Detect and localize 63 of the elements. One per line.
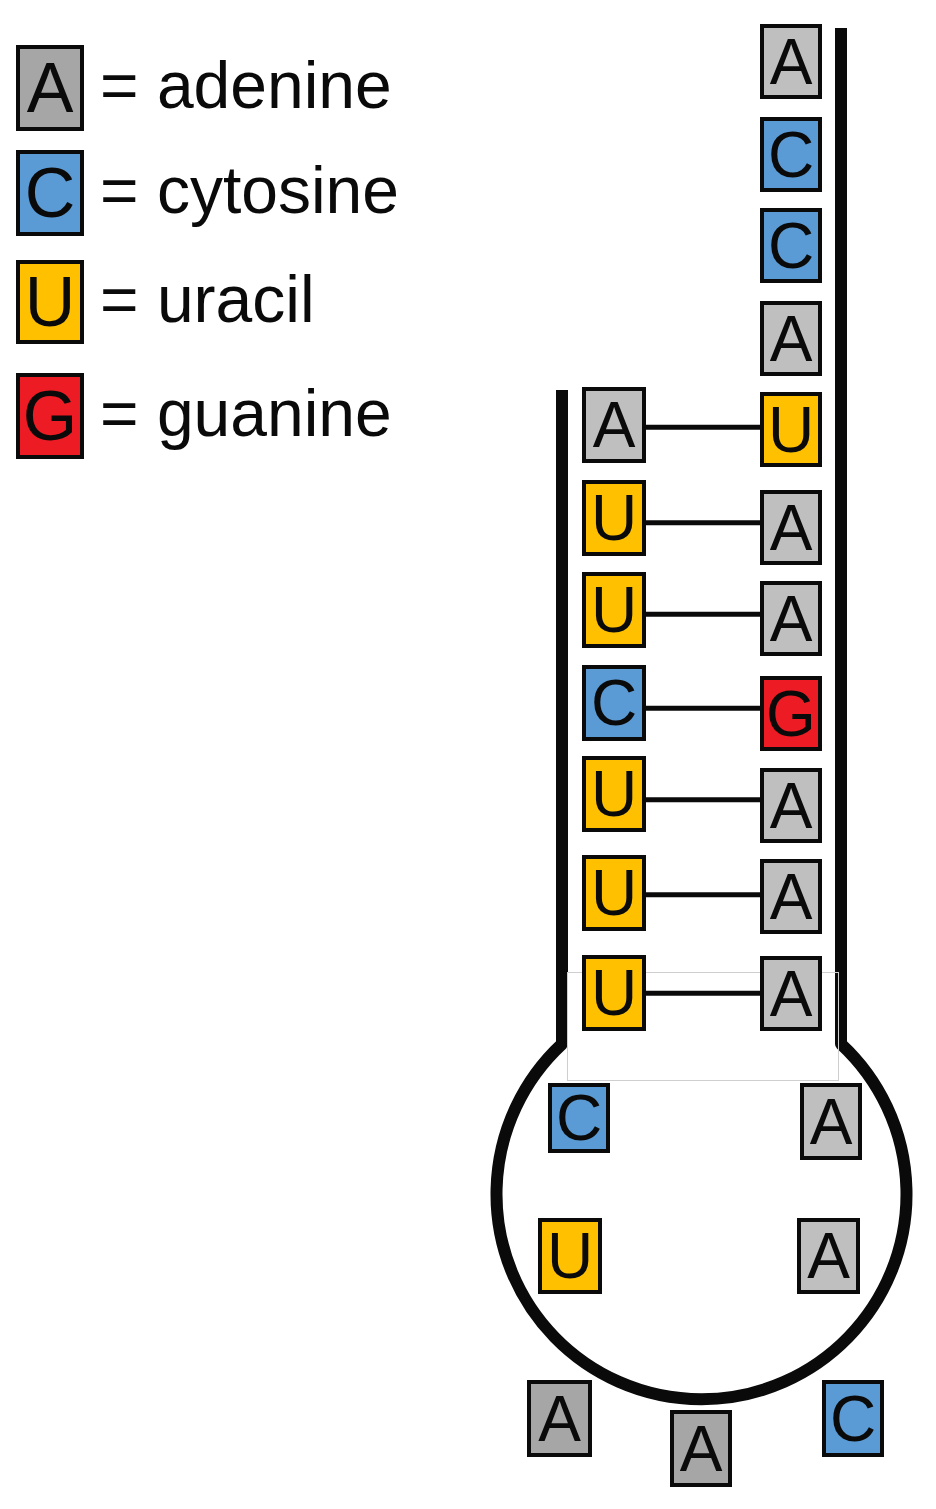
nucleotide-tile [760, 24, 822, 99]
nucleotide-tile [760, 768, 822, 843]
base-letter: G [766, 681, 816, 746]
base-pair-line [646, 990, 760, 996]
legend-text: = uracil [100, 266, 315, 332]
nucleotide-tile [670, 1410, 732, 1487]
nucleotide-tile [582, 665, 646, 741]
nucleotide-tile [582, 572, 646, 648]
base-letter: U [590, 961, 638, 1025]
nucleotide-tile [822, 1380, 884, 1457]
base-letter: U [590, 762, 638, 826]
base-letter: A [769, 864, 813, 929]
base-letter: C [829, 1386, 877, 1451]
base-letter: A [769, 773, 813, 838]
base-letter: C [590, 671, 638, 735]
base-letter: U [590, 486, 638, 550]
base-letter: A [769, 306, 813, 371]
base-letter: U [546, 1224, 594, 1288]
nucleotide-tile [760, 392, 822, 467]
base-letter: A [592, 393, 636, 457]
base-pair-line [646, 611, 760, 617]
nucleotide-tile [760, 956, 822, 1031]
base-letter: A [26, 53, 74, 123]
nucleotide-tile [548, 1083, 610, 1153]
nucleotide-tile [538, 1218, 602, 1294]
base-letter: C [24, 158, 76, 228]
base-letter: A [769, 961, 813, 1026]
nucleotide-tile [760, 490, 822, 565]
base-pair-line [646, 797, 760, 803]
base-letter: A [769, 29, 813, 94]
base-letter: C [555, 1086, 603, 1150]
legend-text: = adenine [100, 52, 392, 118]
base-letter: A [809, 1089, 853, 1154]
base-letter: A [679, 1416, 723, 1481]
base-letter: A [807, 1224, 850, 1288]
base-pair-line [646, 424, 760, 430]
base-letter: A [538, 1386, 581, 1451]
nucleotide-tile [760, 117, 822, 192]
nucleotide-tile [582, 387, 646, 463]
nucleotide-tile [760, 208, 822, 283]
base-pair-line [646, 705, 760, 711]
nucleotide-tile [797, 1218, 860, 1294]
nucleotide-tile [582, 955, 646, 1031]
base-letter: A [769, 586, 813, 651]
nucleotide-tile [760, 676, 822, 751]
base-letter: U [24, 267, 76, 337]
nucleotide-tile [582, 480, 646, 556]
base-letter: U [590, 861, 638, 925]
base-letter: C [767, 213, 815, 278]
nucleotide-tile [800, 1083, 862, 1160]
nucleotide-tile [582, 756, 646, 832]
base-letter: A [769, 495, 813, 560]
base-pair-line [646, 892, 760, 898]
base-letter: U [767, 397, 815, 462]
nucleotide-tile [760, 301, 822, 376]
nucleotide-tile [760, 581, 822, 656]
base-letter: C [767, 122, 815, 187]
nucleotide-tile [760, 859, 822, 934]
nucleotide-tile [582, 855, 646, 931]
nucleotide-tile [527, 1380, 592, 1457]
base-letter: U [590, 578, 638, 642]
base-pair-line [646, 520, 760, 526]
base-letter: G [22, 381, 78, 451]
